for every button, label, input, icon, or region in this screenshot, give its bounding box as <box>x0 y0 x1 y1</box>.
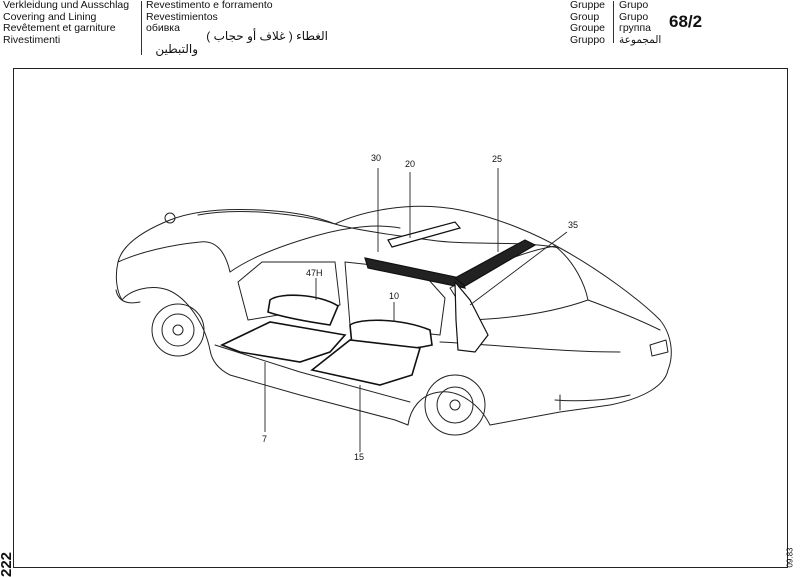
roof-line <box>197 211 561 249</box>
callout-30: 30 <box>371 153 381 163</box>
title-italian: Rivestimenti <box>3 33 61 46</box>
title-spanish: Revestimientos <box>146 10 218 23</box>
car-body-outline <box>115 205 672 426</box>
hood-line <box>117 241 231 273</box>
front-door-sill <box>214 344 411 403</box>
rear-bumper <box>554 394 631 411</box>
callout-10: 10 <box>389 291 399 301</box>
windshield-line <box>229 225 401 273</box>
group-label-pt: Grupo <box>619 0 649 11</box>
page-number: 222 <box>0 551 16 577</box>
title-french: Revêtement et garniture <box>3 22 116 34</box>
part-30-roof-lining-front <box>364 257 467 289</box>
header-divider <box>141 1 142 55</box>
part-7-front-floor-mat <box>219 321 347 363</box>
group-label-es: Grupo <box>619 10 649 23</box>
group-label-ar: المجموعة <box>619 33 662 46</box>
trunk-line <box>587 299 661 331</box>
title-portuguese: Revestimento e forramento <box>146 0 273 11</box>
header-languages-left: Verkleidung und Ausschlag Covering and L… <box>3 0 129 46</box>
header-languages-right: Revestimento e forramento Revestimientos… <box>146 0 273 35</box>
callout-25: 25 <box>492 154 502 164</box>
callout-35: 35 <box>568 220 578 230</box>
tail-light <box>649 339 669 357</box>
rear-wheel <box>424 374 486 436</box>
callout-47h: 47H <box>306 268 323 278</box>
star-ornament <box>164 212 176 224</box>
title-arabic-line2: والتبطين <box>155 42 198 56</box>
title-english: Covering and Lining <box>3 10 97 23</box>
callout-15: 15 <box>354 452 364 462</box>
part-20-roof-insert <box>387 221 462 248</box>
part-47h-front-panel <box>267 294 339 326</box>
side-window-front <box>237 261 341 321</box>
group-label-ru: группа <box>619 22 652 34</box>
group-label-fr: Groupe <box>570 22 606 34</box>
part-15-rear-floor-mat <box>310 339 422 386</box>
callout-20: 20 <box>405 159 415 169</box>
callout-7: 7 <box>262 434 267 444</box>
diagram-frame <box>13 68 788 568</box>
group-label-en: Group <box>570 10 600 23</box>
group-label-de: Gruppe <box>570 0 606 11</box>
date-code: 09.83 <box>785 547 795 568</box>
group-label-it: Gruppo <box>570 33 606 46</box>
title-german: Verkleidung und Ausschlag <box>3 0 130 11</box>
group-divider <box>613 1 614 43</box>
group-labels: Gruppe Group Groupe Gruppo <box>570 0 605 46</box>
title-russian: обивка <box>146 22 180 34</box>
group-number: 68/2 <box>669 12 703 31</box>
front-wheel <box>151 303 205 357</box>
title-arabic-line1: الغطاء ( غلاف أو حجاب ) <box>206 29 328 43</box>
part-35-pillar-trim <box>454 280 489 353</box>
group-translations: Grupo Grupo группа المجموعة <box>619 0 661 46</box>
part-25-roof-lining-side <box>453 239 537 287</box>
front-bumper <box>115 289 141 304</box>
